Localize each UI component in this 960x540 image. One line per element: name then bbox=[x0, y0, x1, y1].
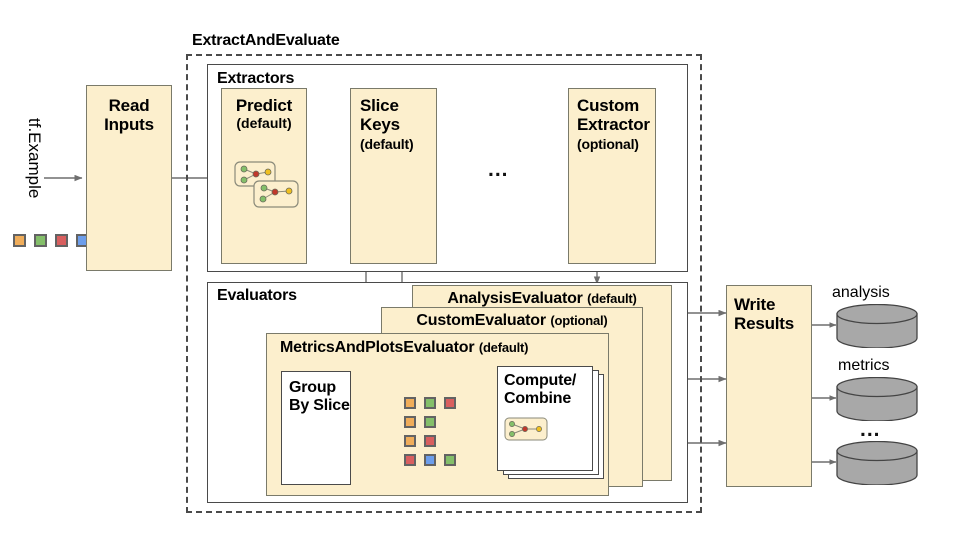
custom-extractor-line1: Custom bbox=[577, 96, 640, 115]
compute-combine-line1: Compute/ bbox=[504, 372, 577, 389]
slice-keys-line2: Keys bbox=[360, 115, 400, 135]
write-results-line2: Results bbox=[734, 314, 795, 334]
datastore-ellipsis: ... bbox=[860, 418, 881, 441]
slice-chip bbox=[424, 397, 436, 409]
write-results-node[interactable]: Write Results bbox=[726, 285, 812, 487]
extract-and-evaluate-label: ExtractAndEvaluate bbox=[192, 32, 340, 49]
group-by-slice-node[interactable]: Group By Slice bbox=[281, 371, 351, 485]
analysis-datastore-label: analysis bbox=[832, 284, 890, 301]
extractors-label: Extractors bbox=[217, 70, 295, 87]
predict-node[interactable]: Predict (default) bbox=[221, 88, 307, 264]
slice-chip bbox=[404, 435, 416, 447]
input-label: tf.Example bbox=[25, 118, 44, 199]
slice-chip bbox=[424, 416, 436, 428]
analysis-evaluator-sub: (default) bbox=[587, 291, 637, 306]
slice-chip bbox=[424, 454, 436, 466]
read-inputs-line2: Inputs bbox=[104, 115, 154, 135]
compute-combine-node[interactable]: Compute/ Combine bbox=[497, 366, 593, 471]
slice-chip bbox=[444, 397, 456, 409]
metrics-and-plots-evaluator-sub: (default) bbox=[478, 340, 529, 355]
slice-keys-line1: Slice bbox=[360, 96, 399, 115]
read-inputs-node[interactable]: Read Inputs bbox=[86, 85, 172, 271]
extract-and-evaluate-group bbox=[186, 54, 702, 513]
legend-chip-red bbox=[55, 234, 68, 247]
more-datastore[interactable] bbox=[836, 441, 918, 485]
predict-sub: (default) bbox=[236, 115, 292, 131]
read-inputs-line1: Read bbox=[108, 96, 150, 115]
combine-graph-icon bbox=[504, 417, 548, 441]
model-graph-icon bbox=[234, 161, 299, 208]
metrics-datastore-label: metrics bbox=[838, 357, 890, 374]
slice-chip bbox=[404, 397, 416, 409]
custom-extractor-sub: (optional) bbox=[577, 136, 639, 152]
group-by-slice-line2: By Slice bbox=[289, 396, 350, 414]
analysis-evaluator-title: AnalysisEvaluator bbox=[447, 290, 583, 307]
compute-combine-line2: Combine bbox=[504, 389, 572, 407]
extractors-ellipsis: ... bbox=[488, 158, 509, 181]
analysis-datastore[interactable] bbox=[836, 304, 918, 348]
custom-evaluator-sub: (optional) bbox=[550, 313, 608, 328]
slice-chip bbox=[424, 435, 436, 447]
group-by-slice-line1: Group bbox=[289, 379, 336, 396]
metrics-and-plots-evaluator-title: MetricsAndPlotsEvaluator bbox=[280, 339, 475, 356]
slice-chip bbox=[444, 454, 456, 466]
slice-chip bbox=[404, 454, 416, 466]
evaluators-label: Evaluators bbox=[217, 287, 297, 304]
custom-extractor-node[interactable]: Custom Extractor (optional) bbox=[568, 88, 656, 264]
slice-keys-node[interactable]: Slice Keys (default) bbox=[350, 88, 437, 264]
slice-chip bbox=[404, 416, 416, 428]
legend-chip-orange bbox=[13, 234, 26, 247]
custom-extractor-line2: Extractor bbox=[577, 115, 650, 135]
write-results-line1: Write bbox=[734, 295, 776, 314]
slice-keys-sub: (default) bbox=[360, 136, 414, 152]
predict-title: Predict bbox=[235, 96, 293, 115]
custom-evaluator-title: CustomEvaluator bbox=[416, 312, 546, 329]
legend-chip-green bbox=[34, 234, 47, 247]
metrics-datastore[interactable] bbox=[836, 377, 918, 421]
